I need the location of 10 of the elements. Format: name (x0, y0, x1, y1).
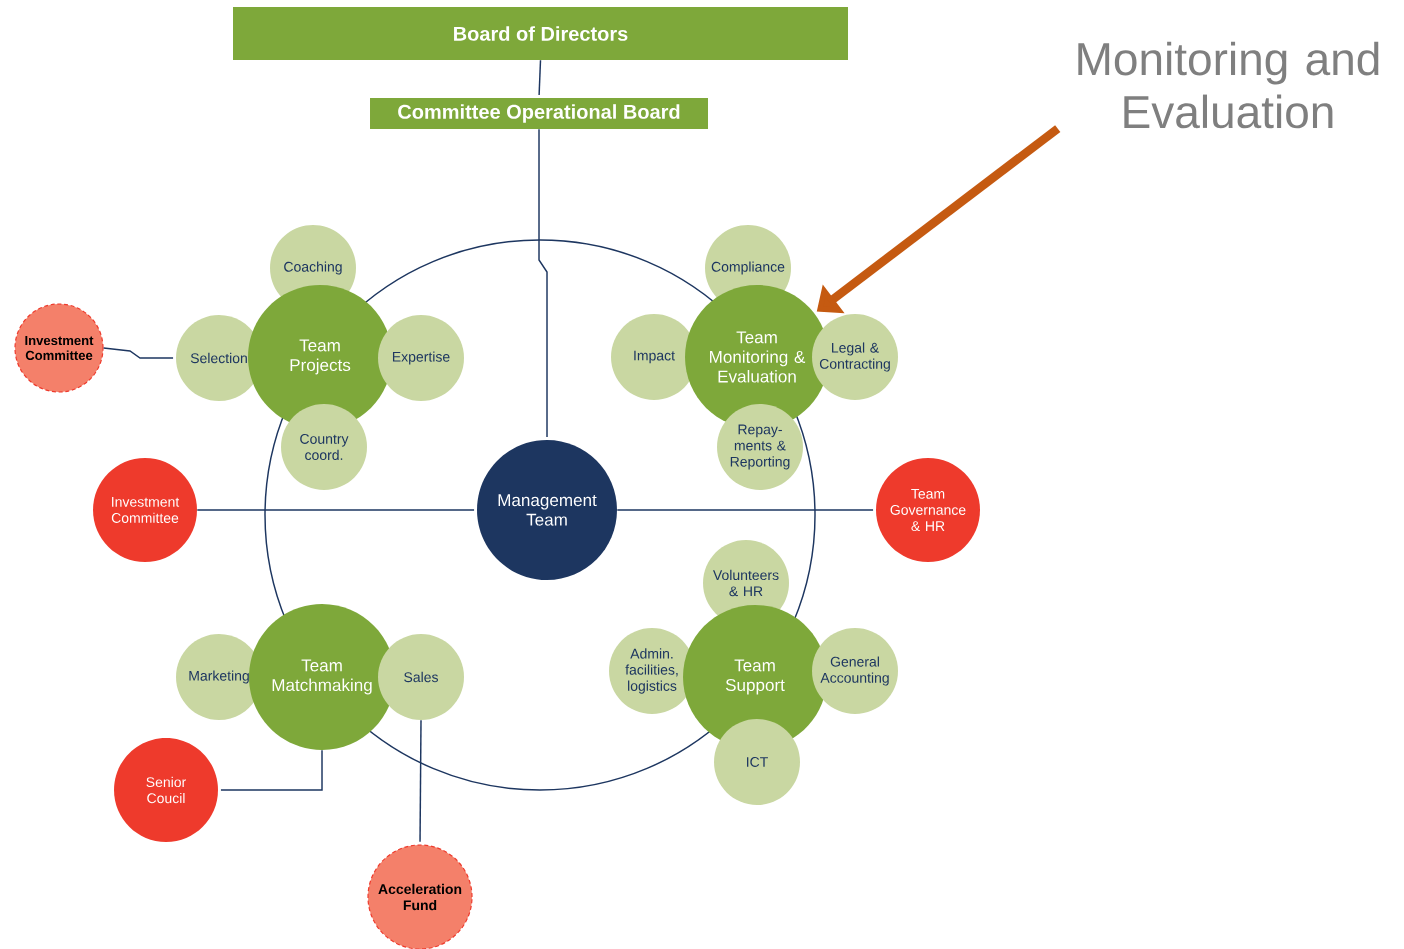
heading-text: Monitoring and Evaluation (1078, 41, 1379, 129)
connector-line (616, 509, 874, 511)
connector-line (538, 128, 548, 438)
header-bar: Committee Operational Board (370, 98, 708, 129)
connector-line (102, 347, 174, 359)
connector-line (196, 509, 475, 511)
header-bar: Board of Directors (233, 7, 848, 60)
connector-line (538, 59, 542, 96)
connector-line (419, 719, 422, 843)
connector-line (220, 749, 323, 791)
